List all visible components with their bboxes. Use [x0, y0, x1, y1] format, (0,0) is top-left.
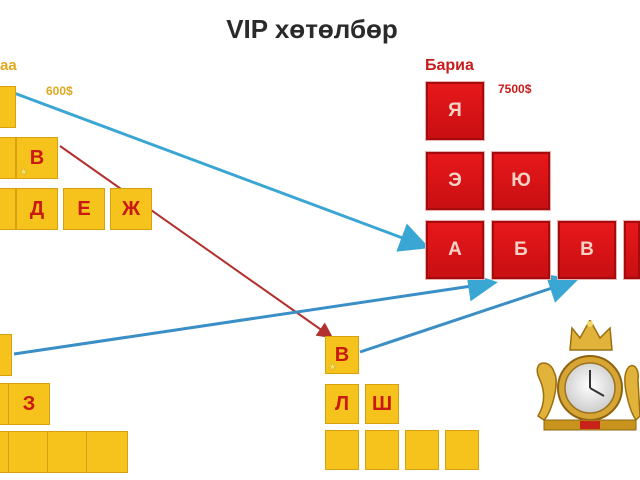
gold-cell-empty: [8, 431, 50, 473]
gold-cell-b: В★: [16, 137, 58, 179]
page-title: VIP хөтөлбөр: [226, 14, 398, 44]
red-cell-e: Э: [426, 152, 484, 210]
cell-letter: Б: [514, 239, 528, 260]
gold-cell-empty: [0, 137, 16, 179]
arrow-bottomleft-to-b: [13, 271, 498, 356]
gold-cell-z: З: [8, 383, 50, 425]
red-cell-yu: Ю: [492, 152, 550, 210]
gold-cell-empty: [0, 188, 16, 230]
right-group-label: Бариа: [425, 57, 474, 74]
arrow-middle-to-v: [359, 274, 579, 354]
gold-cell-empty: [445, 430, 479, 470]
red-cell-b: Б: [492, 221, 550, 279]
gold-cell-e: Е: [63, 188, 105, 230]
cell-letter: В: [29, 146, 45, 169]
star-icon: ★: [328, 362, 337, 373]
gold-cell-empty: [47, 431, 89, 473]
star-icon: ★: [19, 167, 28, 178]
gold-cell-empty: [365, 430, 399, 470]
cell-letter: Ж: [121, 197, 141, 220]
cell-letter: Е: [77, 197, 91, 220]
gold-cell-sh: Ш: [365, 384, 399, 424]
gold-cell-empty: [405, 430, 439, 470]
left-group-label: аа: [0, 57, 17, 74]
gold-cell-l: Л: [325, 384, 359, 424]
cell-letter: В: [580, 239, 594, 260]
gold-cell-empty: [86, 431, 128, 473]
cell-letter: Л: [334, 392, 350, 415]
cell-letter: Я: [448, 100, 462, 121]
cell-letter: Ш: [371, 392, 393, 415]
cell-letter: Э: [448, 170, 462, 191]
red-cell-ya: Я: [426, 82, 484, 140]
gold-cell-empty: [0, 334, 12, 376]
red-cell-partial: [624, 221, 640, 279]
cell-letter: Ю: [511, 170, 531, 191]
left-amount: 600$: [46, 84, 73, 98]
cell-letter: З: [22, 392, 36, 415]
gold-cell-v: В★: [325, 336, 359, 374]
gold-cell-zh: Ж: [110, 188, 152, 230]
vip-crown-clock-logo-icon: [536, 320, 640, 431]
gold-cell-d: Д: [16, 188, 58, 230]
cell-letter: А: [448, 239, 462, 260]
arrow-b-to-middle-v: [59, 145, 334, 339]
gold-cell-empty: [325, 430, 359, 470]
red-cell-v: В: [558, 221, 616, 279]
gold-cell-empty: [0, 86, 16, 128]
right-amount: 7500$: [498, 82, 532, 96]
cell-letter: Д: [29, 197, 45, 220]
red-cell-a: А: [426, 221, 484, 279]
cell-letter: В: [334, 343, 350, 366]
arrow-topleft-to-a: [13, 91, 430, 252]
